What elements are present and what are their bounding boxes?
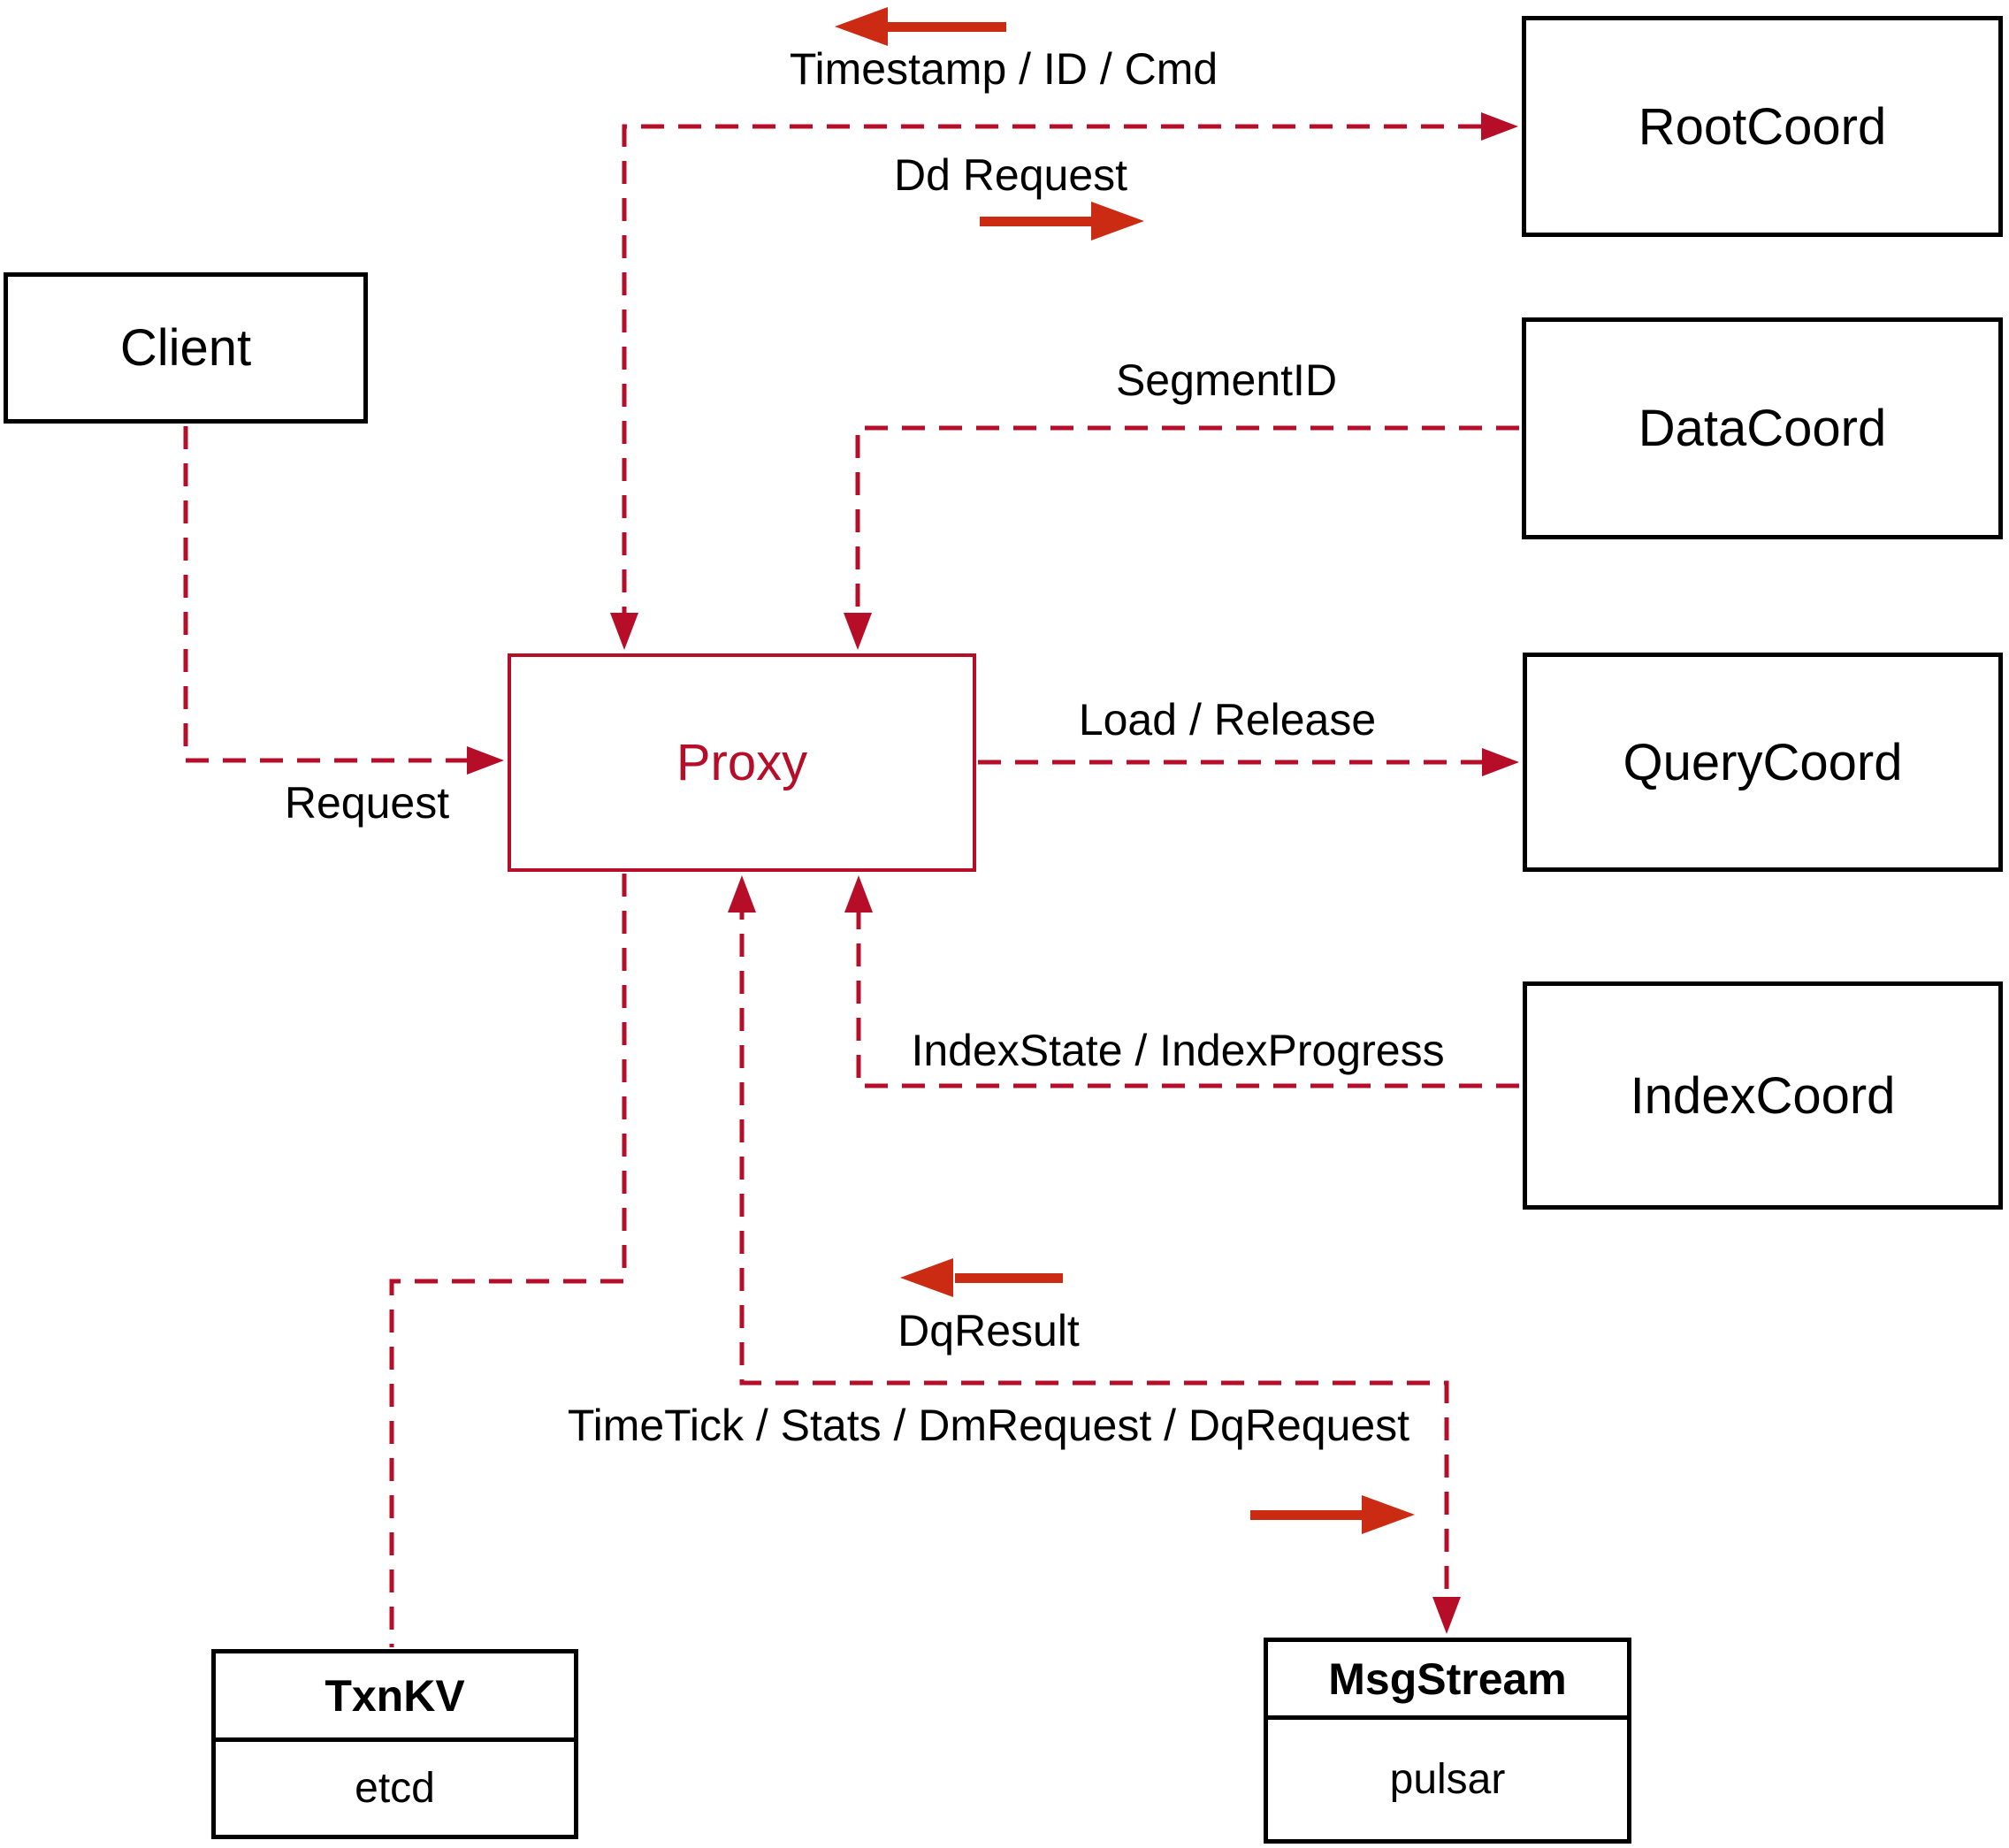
edge-label-segment-id: SegmentID — [1115, 355, 1338, 405]
arrowhead-up-into-proxy-right — [844, 875, 873, 913]
left-arrow-icon — [835, 7, 888, 46]
arrowhead-down-into-proxy-right — [844, 613, 872, 650]
arrowhead-down-into-msgstream — [1432, 1597, 1461, 1634]
edge-client-proxy-line — [183, 426, 483, 763]
arrowhead-up-into-proxy-center — [728, 875, 756, 913]
edge-datacoord-proxy-line — [855, 425, 1519, 630]
edge-proxy-txnkv — [389, 874, 627, 1647]
left-arrow-icon — [900, 1258, 953, 1297]
edge-label-load-release: Load / Release — [1078, 695, 1377, 745]
edge-proxy-rootcoord-line — [622, 124, 1493, 630]
node-querycoord: QueryCoord — [1523, 653, 2003, 872]
edge-label-index-state: IndexState / IndexProgress — [911, 1026, 1445, 1075]
node-txnkv-title: TxnKV — [216, 1653, 574, 1742]
node-msgstream: MsgStream pulsar — [1264, 1638, 1631, 1844]
direction-arrow-timestamp-left — [835, 7, 1006, 46]
direction-arrow-dqresult-left — [900, 1258, 1063, 1297]
direction-arrow-timetick-right — [1250, 1495, 1415, 1534]
node-indexcoord: IndexCoord — [1523, 981, 2003, 1210]
right-arrow-icon — [1091, 202, 1144, 241]
arrowhead-right-into-proxy — [467, 746, 504, 775]
node-datacoord-label: DataCoord — [1638, 400, 1887, 457]
edge-label-timestamp-id-cmd: Timestamp / ID / Cmd — [789, 44, 1218, 94]
node-querycoord-label: QueryCoord — [1623, 733, 1903, 791]
edge-proxy-msgstream-line — [739, 897, 1449, 1609]
arrow-shaft — [955, 1273, 1063, 1283]
edge-client-proxy — [183, 426, 504, 775]
node-txnkv: TxnKV etcd — [211, 1649, 578, 1839]
edge-indexcoord-proxy — [844, 875, 1519, 1088]
node-rootcoord: RootCoord — [1522, 16, 2003, 237]
node-proxy-label: Proxy — [676, 734, 808, 791]
node-txnkv-body: etcd — [355, 1765, 435, 1812]
edge-indexcoord-proxy-line — [856, 897, 1519, 1088]
right-arrow-icon — [1362, 1495, 1415, 1534]
arrow-shaft — [884, 22, 1006, 32]
edge-proxy-querycoord — [978, 748, 1519, 776]
node-proxy: Proxy — [508, 653, 976, 872]
node-msgstream-title: MsgStream — [1268, 1642, 1627, 1720]
edge-label-request: Request — [284, 778, 450, 828]
edge-proxy-msgstream — [728, 875, 1461, 1634]
node-client: Client — [4, 272, 368, 424]
edge-label-dq-result: DqResult — [898, 1306, 1080, 1355]
arrowhead-right-into-rootcoord — [1481, 112, 1518, 141]
edge-proxy-rootcoord — [610, 112, 1518, 650]
edge-label-dd-request: Dd Request — [893, 150, 1128, 200]
node-client-label: Client — [119, 319, 252, 377]
edge-label-timetick: TimeTick / Stats / DmRequest / DqRequest — [567, 1401, 1410, 1450]
edge-datacoord-proxy — [844, 425, 1519, 650]
edge-proxy-txnkv-line — [389, 874, 627, 1647]
arrow-shaft — [980, 217, 1093, 226]
arrowhead-right-into-querycoord — [1482, 748, 1519, 776]
arrowhead-down-into-proxy-left — [610, 613, 638, 650]
node-msgstream-body: pulsar — [1389, 1756, 1506, 1803]
node-datacoord: DataCoord — [1522, 317, 2003, 539]
node-indexcoord-label: IndexCoord — [1630, 1066, 1896, 1125]
direction-arrow-ddrequest-right — [980, 202, 1144, 241]
node-rootcoord-label: RootCoord — [1638, 97, 1887, 156]
arrow-shaft — [1250, 1510, 1362, 1520]
